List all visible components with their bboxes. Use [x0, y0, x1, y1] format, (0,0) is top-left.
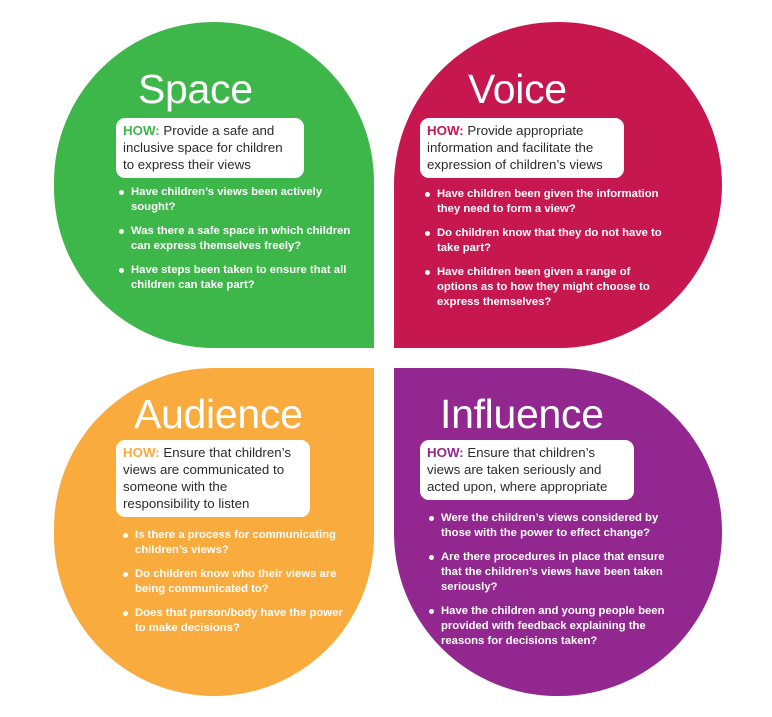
- space-how-label: HOW:: [123, 123, 160, 138]
- audience-bullet-list: Is there a process for communicating chi…: [120, 528, 350, 645]
- list-item: Have steps been taken to ensure that all…: [116, 263, 354, 293]
- space-quadrant: Space HOW: Provide a safe and inclusive …: [54, 22, 374, 348]
- list-item: Is there a process for communicating chi…: [120, 528, 350, 558]
- influence-quadrant: Influence HOW: Ensure that children’s vi…: [394, 368, 722, 696]
- list-item: Have children been given a range of opti…: [422, 265, 672, 310]
- voice-how-label: HOW:: [427, 123, 464, 138]
- audience-how-text: Ensure that children’s views are communi…: [123, 445, 292, 511]
- voice-quadrant: Voice HOW: Provide appropriate informati…: [394, 22, 722, 348]
- space-how-text: Provide a safe and inclusive space for c…: [123, 123, 283, 172]
- space-how-box: HOW: Provide a safe and inclusive space …: [116, 118, 304, 178]
- voice-title: Voice: [468, 66, 567, 112]
- list-item: Have the children and young people been …: [426, 604, 684, 649]
- audience-how-label: HOW:: [123, 445, 160, 460]
- audience-quadrant: Audience HOW: Ensure that children’s vie…: [54, 368, 374, 696]
- influence-how-label: HOW:: [427, 445, 464, 460]
- influence-title: Influence: [440, 391, 604, 437]
- audience-title: Audience: [134, 391, 303, 437]
- list-item: Have children’s views been actively soug…: [116, 185, 354, 215]
- influence-how-text: Ensure that children’s views are taken s…: [427, 445, 608, 494]
- list-item: Was there a safe space in which children…: [116, 224, 354, 254]
- audience-how-box: HOW: Ensure that children’s views are co…: [116, 440, 310, 517]
- influence-how-box: HOW: Ensure that children’s views are ta…: [420, 440, 634, 500]
- list-item: Does that person/body have the power to …: [120, 606, 350, 636]
- voice-bullet-list: Have children been given the information…: [422, 187, 672, 319]
- list-item: Do children know who their views are bei…: [120, 567, 350, 597]
- influence-bullet-list: Were the children’s views considered by …: [426, 511, 684, 658]
- list-item: Are there procedures in place that ensur…: [426, 550, 684, 595]
- space-title: Space: [138, 66, 253, 112]
- list-item: Were the children’s views considered by …: [426, 511, 684, 541]
- voice-how-text: Provide appropriate information and faci…: [427, 123, 603, 172]
- list-item: Have children been given the information…: [422, 187, 672, 217]
- list-item: Do children know that they do not have t…: [422, 226, 672, 256]
- space-bullet-list: Have children’s views been actively soug…: [116, 185, 354, 302]
- voice-how-box: HOW: Provide appropriate information and…: [420, 118, 624, 178]
